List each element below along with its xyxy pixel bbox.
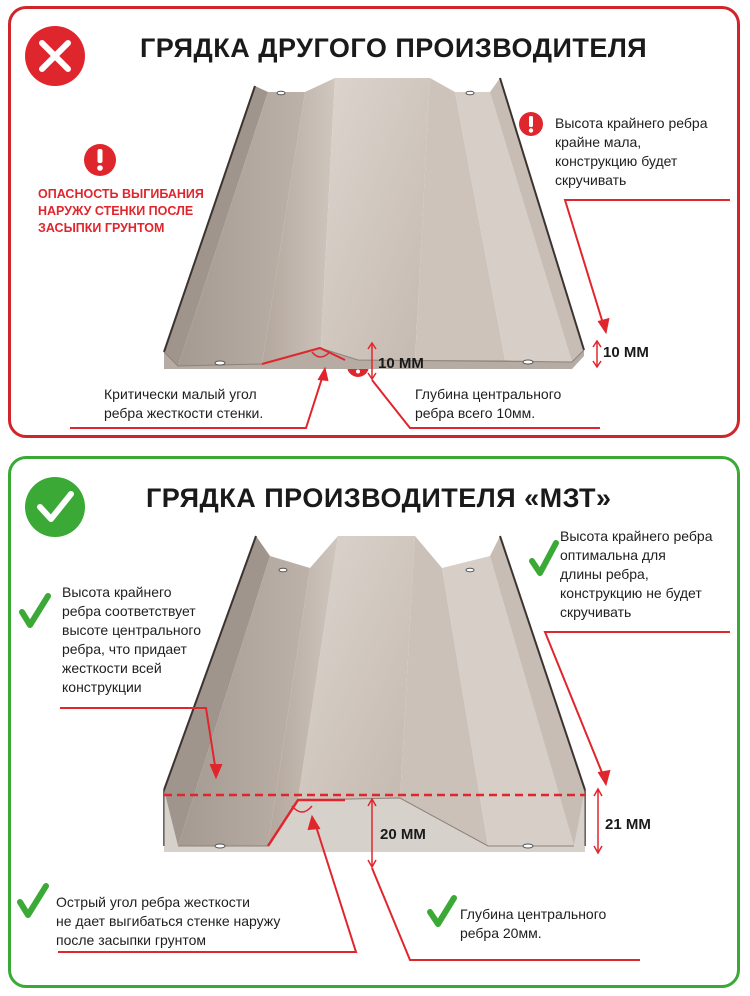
bad-side-dimension: 10 ММ (603, 344, 649, 361)
good-bed-profile (163, 535, 586, 852)
bad-dimension-lines (70, 199, 730, 429)
bad-right-note: Высота крайнего ребра крайне мала, конст… (555, 115, 708, 188)
check-icon (427, 895, 457, 927)
bad-warning-text: ОПАСНОСТЬ ВЫГИБАНИЯ НАРУЖУ СТЕНКИ ПОСЛЕ … (38, 187, 204, 235)
bad-bed-profile (163, 77, 585, 369)
good-angle-note: Острый угол ребра жесткости не дает выги… (56, 894, 281, 948)
warning-icon (84, 144, 116, 176)
check-icon (25, 477, 85, 537)
good-panel-title: ГРЯДКА ПРОИЗВОДИТЕЛЯ «МЗТ» (146, 483, 612, 513)
bad-angle-note: Критически малый угол ребра жесткости ст… (104, 386, 264, 421)
good-right-note: Высота крайнего ребра оптимальна для дли… (560, 528, 713, 620)
check-icon (19, 593, 51, 628)
bad-center-dimension: 10 ММ (378, 355, 424, 372)
good-side-dimension: 21 ММ (605, 816, 651, 833)
check-icon (529, 540, 559, 576)
cross-icon (25, 26, 85, 86)
warning-icon (519, 112, 543, 136)
good-depth-note: Глубина центрального ребра 20мм. (460, 906, 607, 941)
good-center-dimension: 20 ММ (380, 826, 426, 843)
bad-panel-title: ГРЯДКА ДРУГОГО ПРОИЗВОДИТЕЛЯ (140, 33, 648, 63)
check-icon (17, 883, 49, 918)
bad-depth-note: Глубина центрального ребра всего 10мм. (415, 386, 562, 421)
good-dimension-lines (58, 631, 730, 961)
good-left-note: Высота крайнего ребра соответствует высо… (62, 584, 201, 695)
